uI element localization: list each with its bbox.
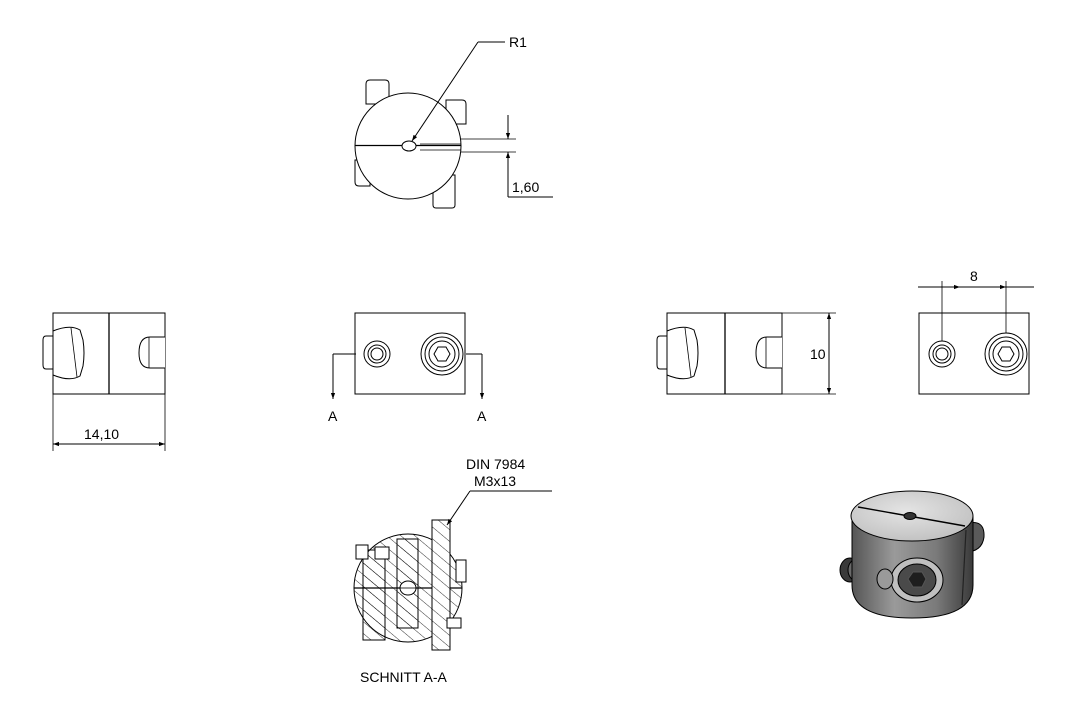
right-side-view: 10 [656,312,836,395]
section-marker-left: A [328,408,338,424]
slot-width-label: 1,60 [512,179,539,195]
left-side-view: 14,10 [42,312,166,451]
back-view: 8 [918,268,1034,395]
isometric-render [839,490,985,619]
top-view: R1 1,60 [354,34,553,209]
radius-label: R1 [509,34,527,50]
section-view: DIN 7984 M3x13 SCHNITT A-A [353,456,552,685]
center-hole [401,140,417,152]
height-label: 10 [810,346,826,362]
hole-spacing-label: 8 [970,268,978,284]
section-title: SCHNITT A-A [360,669,448,685]
section-marker-right: A [477,408,487,424]
length-label: 14,10 [84,426,119,442]
front-view: A A [328,312,487,424]
screw-standard-label: DIN 7984 [466,456,525,472]
screw-size-label: M3x13 [474,473,516,489]
